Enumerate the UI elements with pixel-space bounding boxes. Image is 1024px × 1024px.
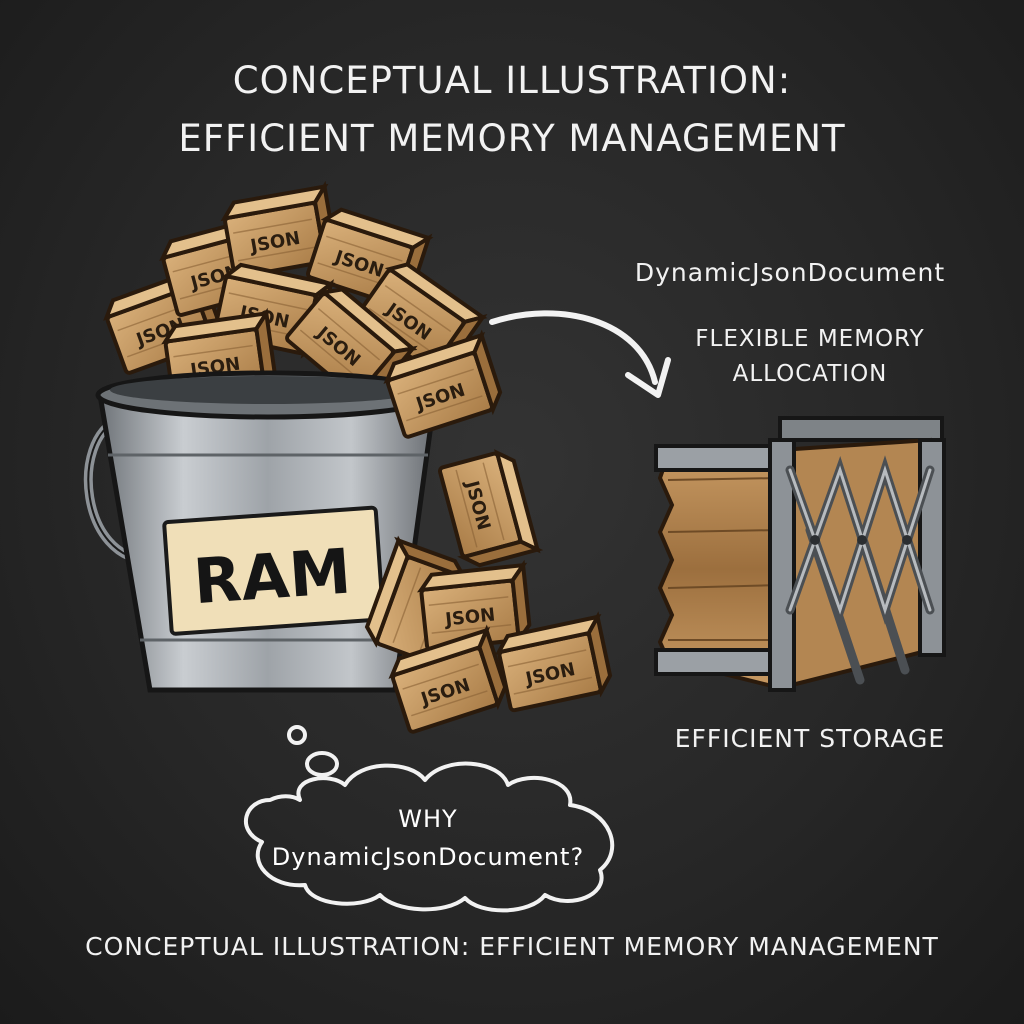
expandable-storage-container [654,416,946,692]
dynamic-json-document-label: DynamicJsonDocument [634,258,946,287]
flexible-memory-caption: FLEXIBLE MEMORY ALLOCATION [640,322,980,392]
efficient-storage-label: EFFICIENT STORAGE [674,724,946,753]
json-crate: JSON [417,563,533,652]
json-crate: JSON [380,333,507,440]
json-crate-pile: JSON JSON JSON JSON JSON JSON JSON JSON [99,184,485,408]
thought-bubble [243,725,615,913]
page-title-line-2: EFFICIENT MEMORY MANAGEMENT [178,117,846,160]
flexible-memory-caption-line-2: ALLOCATION [732,361,888,387]
json-crate: JSON [437,447,540,571]
ram-label-tag: RAM [162,505,386,636]
page-title-line-1: CONCEPTUAL ILLUSTRATION: [232,59,792,102]
json-crate: JSON [493,614,615,713]
json-crate: JSON [220,184,340,280]
footer-caption: CONCEPTUAL ILLUSTRATION: EFFICIENT MEMOR… [85,932,939,961]
thought-bubble-line-1: WHY [398,805,458,833]
ram-label: RAM [191,534,353,618]
curved-arrow [489,310,671,398]
json-crate: JSON [385,628,512,735]
flexible-memory-caption-line-1: FLEXIBLE MEMORY [695,326,925,352]
thought-bubble-text: WHY DynamicJsonDocument? [236,800,620,876]
page-title: CONCEPTUAL ILLUSTRATION: EFFICIENT MEMOR… [40,52,984,168]
thought-bubble-line-2: DynamicJsonDocument? [271,843,585,871]
json-crate: JSON [283,279,415,408]
json-crate: JSON [304,203,431,311]
